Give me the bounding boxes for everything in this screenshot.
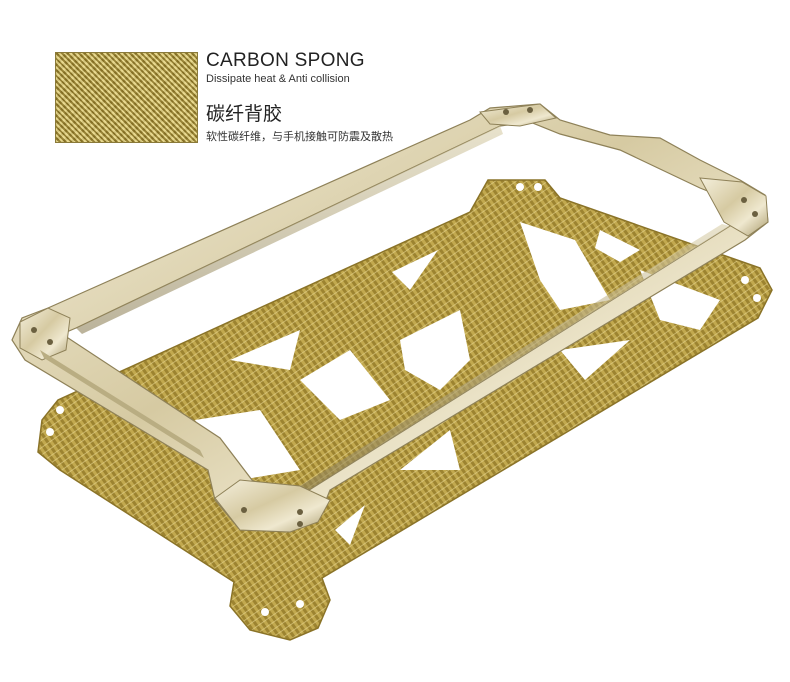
subtitle-en: Dissipate heat & Anti collision <box>206 73 350 85</box>
metal-bumper-frame <box>11 103 769 533</box>
carbon-fiber-swatch <box>55 52 198 143</box>
title-en: CARBON SPONG <box>206 50 365 71</box>
subtitle-cn: 软性碳纤维，与手机接触可防震及散热 <box>206 130 393 143</box>
title-cn: 碳纤背胶 <box>206 103 283 125</box>
carbon-back-plate <box>37 179 773 641</box>
